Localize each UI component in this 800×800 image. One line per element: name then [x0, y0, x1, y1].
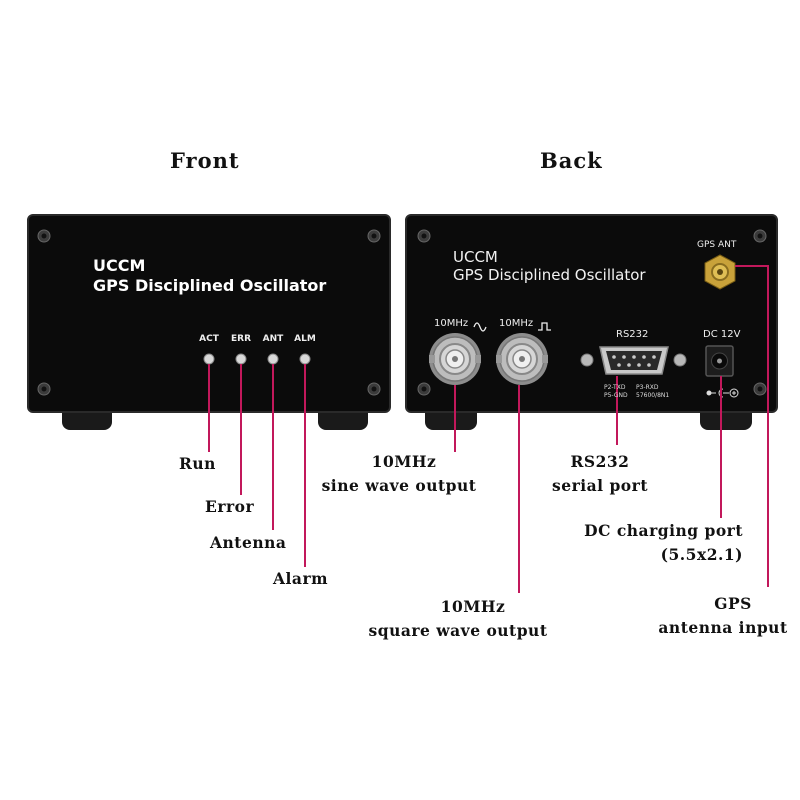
- sine-wave-icon: [473, 322, 487, 332]
- front-subtitle: GPS Disciplined Oscillator: [93, 276, 327, 295]
- callout-rs232-line1: RS232: [570, 452, 630, 471]
- rs232-panel-label: RS232: [616, 329, 649, 340]
- bnc-square-label: 10MHz: [499, 318, 534, 329]
- back-subtitle: GPS Disciplined Oscillator: [453, 266, 646, 284]
- gps-ant-label: GPS ANT: [697, 240, 737, 250]
- led-err: [235, 353, 247, 365]
- callout-dc: DC charging port (5.5x2.1): [563, 519, 743, 567]
- front-panel: [28, 215, 390, 412]
- callout-square-line2: square wave output: [368, 621, 548, 640]
- callout-run: Run: [179, 454, 216, 473]
- callout-dc-line2: (5.5x2.1): [660, 545, 743, 564]
- dc-jack: [705, 345, 734, 377]
- callout-alarm: Alarm: [273, 569, 329, 588]
- callout-sine: 10MHz sine wave output: [314, 450, 484, 498]
- bnc-square-connector: [496, 333, 548, 385]
- callout-dc-line1: DC charging port: [584, 521, 743, 540]
- led-act: [203, 353, 215, 365]
- rs232-connector: [580, 346, 687, 375]
- rs232-pin-rxd: P3-RXD: [636, 384, 659, 391]
- rs232-pin-gnd: P5-GND: [604, 392, 628, 399]
- callout-gps: GPS antenna input: [650, 592, 796, 640]
- callout-sine-line2: sine wave output: [321, 476, 477, 495]
- callout-gps-line2: antenna input: [658, 618, 788, 637]
- led-label-ant: ANT: [262, 334, 284, 344]
- front-leader-lines: [208, 364, 306, 567]
- led-label-alm: ALM: [294, 334, 316, 344]
- front-brand: UCCM: [93, 256, 146, 275]
- callout-error: Error: [205, 497, 255, 516]
- gps-sma-connector: [704, 254, 736, 290]
- callout-antenna: Antenna: [210, 533, 287, 552]
- back-brand: UCCM: [453, 248, 498, 266]
- led-alm: [299, 353, 311, 365]
- rs232-pin-txd: P2-TXD: [604, 384, 626, 391]
- callout-square: 10MHz square wave output: [358, 595, 558, 643]
- led-ant: [267, 353, 279, 365]
- callout-rs232-line2: serial port: [552, 476, 648, 495]
- back-leader-lines: [454, 265, 769, 593]
- callout-rs232: RS232 serial port: [545, 450, 655, 498]
- led-label-err: ERR: [230, 334, 251, 344]
- rs232-baud: 57600/8N1: [636, 392, 670, 399]
- callout-gps-line1: GPS: [714, 594, 752, 613]
- callout-square-line1: 10MHz: [440, 597, 506, 616]
- led-label-act: ACT: [199, 334, 219, 344]
- front-heading: Front: [170, 148, 240, 173]
- bnc-sine-connector: [429, 333, 481, 385]
- bnc-sine-label: 10MHz: [434, 318, 469, 329]
- back-heading: Back: [540, 148, 603, 173]
- square-wave-icon: [538, 322, 551, 331]
- callout-sine-line1: 10MHz: [371, 452, 437, 471]
- dc-12v-label: DC 12V: [703, 329, 741, 340]
